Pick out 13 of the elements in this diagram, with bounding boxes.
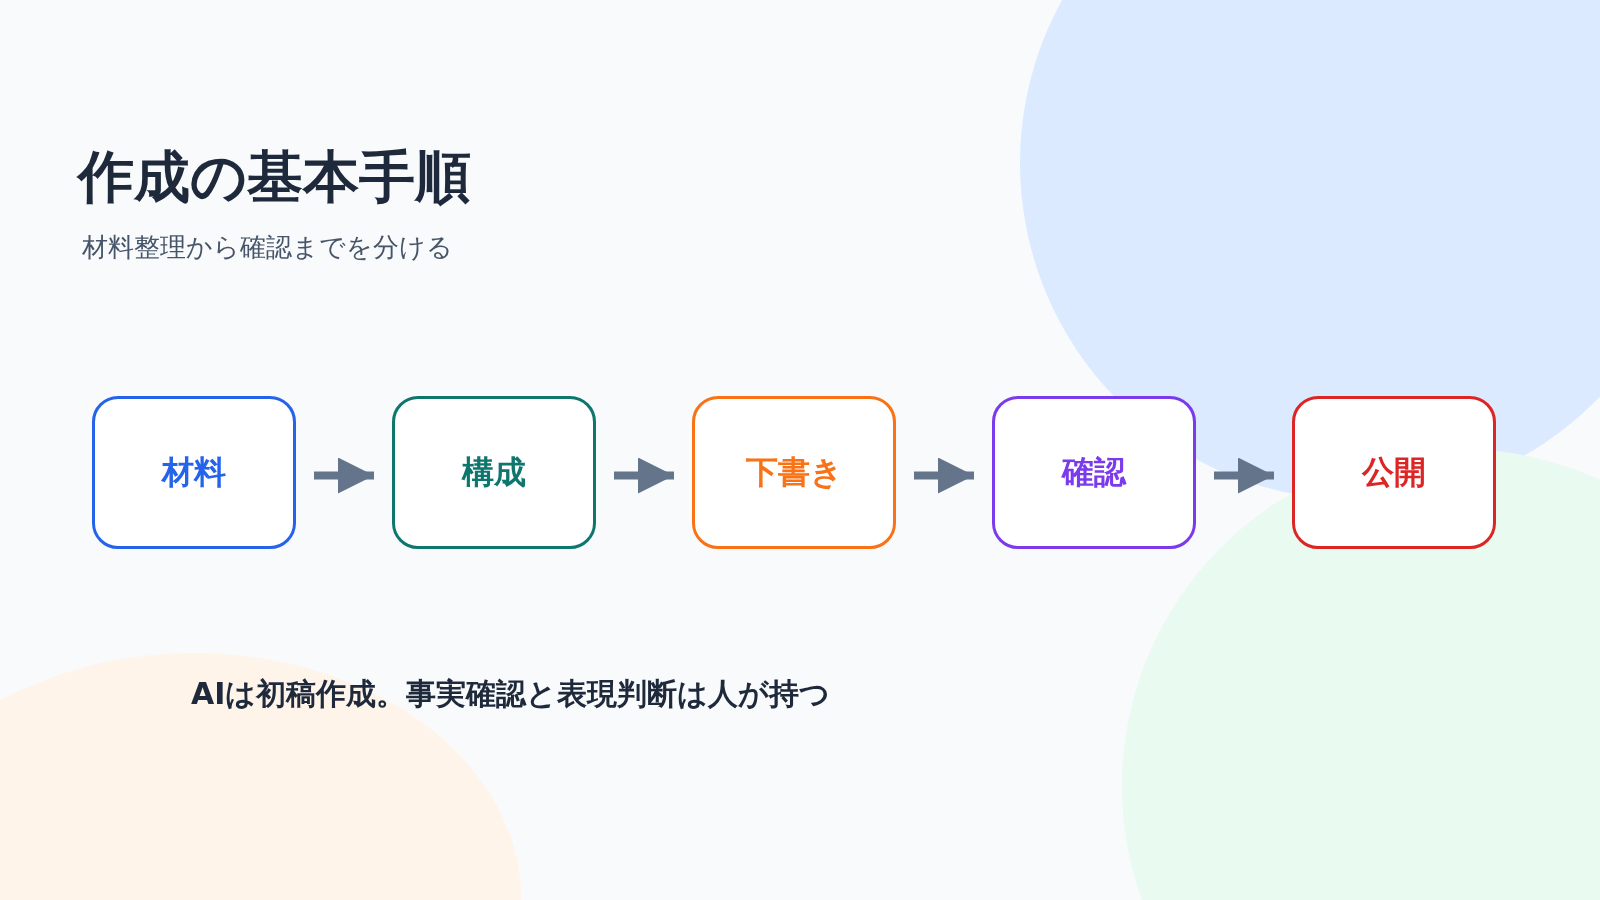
title: 作成の基本手順 <box>78 143 471 211</box>
step-box <box>1292 396 1496 549</box>
step-label: 構成 <box>462 451 526 493</box>
step-label: 公開 <box>1362 451 1426 493</box>
step-box <box>392 396 596 549</box>
step-label: 下書き <box>745 451 843 493</box>
step-box <box>692 396 896 549</box>
step-label: 確認 <box>1062 451 1126 493</box>
note-text: AIは初稿作成。事実確認と表現判断は人が持つ <box>191 675 831 713</box>
subtitle: 材料整理から確認までを分ける <box>82 231 453 264</box>
step-label: 材料 <box>162 451 226 493</box>
step-box <box>992 396 1196 549</box>
step-box <box>92 396 296 549</box>
